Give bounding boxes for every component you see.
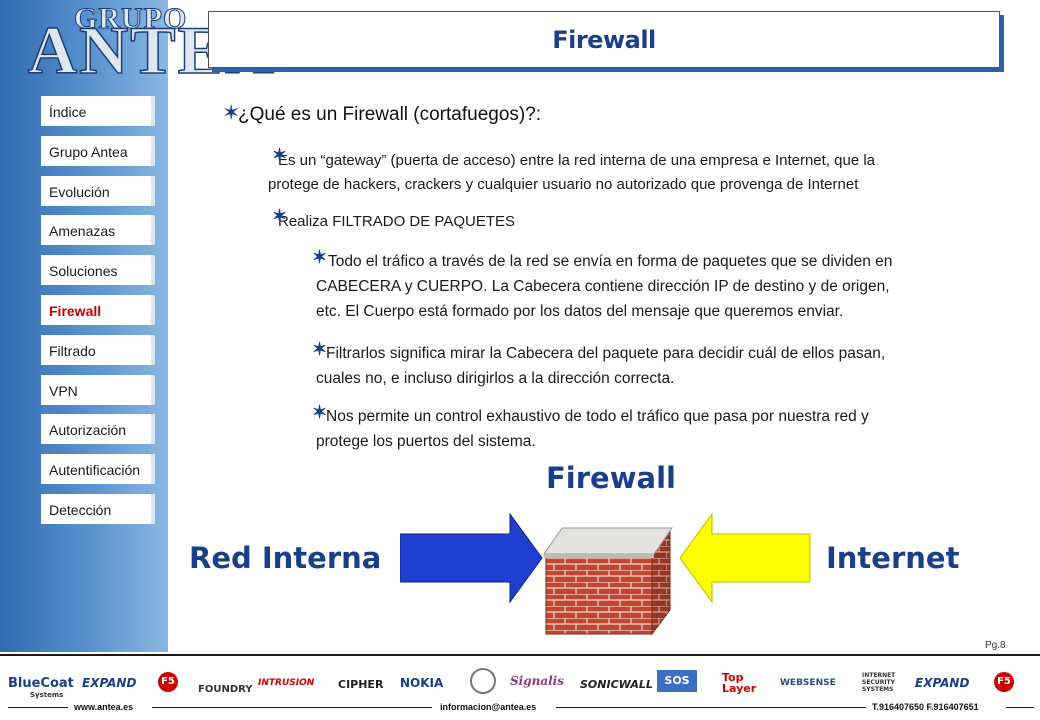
logo-grupo-text: GRUPO xyxy=(73,2,188,36)
sidebar-item-deteccion[interactable]: Detección xyxy=(41,493,155,524)
sidebar-item-soluciones[interactable]: Soluciones xyxy=(41,255,155,286)
star-bullet-icon: ✶ xyxy=(312,247,328,267)
contact-rule-2 xyxy=(152,707,432,708)
definition-line-1: Es un “gateway” (puerta de acceso) entre… xyxy=(278,152,876,169)
spiral-logo-icon xyxy=(470,668,496,694)
control-line-2: protege los puertos del sistema. xyxy=(316,433,536,450)
packet-line-3: etc. El Cuerpo está formado por los dato… xyxy=(316,303,844,320)
right-arrow-icon xyxy=(679,512,811,604)
star-bullet-icon: ✶ xyxy=(272,206,288,226)
cipher-logo: CIPHER xyxy=(338,678,384,691)
filter-text: Realiza FILTRADO DE PAQUETES xyxy=(278,213,515,230)
sidebar-item-evolucion[interactable]: Evolución xyxy=(41,175,155,206)
sidebar-item-indice[interactable]: Índice xyxy=(41,96,155,126)
firewall-diagram xyxy=(400,512,811,636)
diagram-firewall-label: Firewall xyxy=(546,461,676,495)
contact-rule-3 xyxy=(556,707,866,708)
intrusion-logo: INTRUSION xyxy=(258,678,315,688)
left-arrow-icon xyxy=(400,512,543,604)
filter-line-2: cuales no, e incluso dirigirlos a la dir… xyxy=(316,370,675,387)
iss-logo: INTERNET SECURITY SYSTEMS xyxy=(862,672,896,693)
packet-line-1: Todo el tráfico a través de la red se en… xyxy=(328,253,893,270)
packet-line-2: CABECERA y CUERPO. La Cabecera contiene … xyxy=(316,278,890,295)
sidebar-item-grupo-antea[interactable]: Grupo Antea xyxy=(41,135,155,166)
nokia-logo: NOKIA xyxy=(400,676,444,690)
sidebar-item-firewall[interactable]: Firewall xyxy=(41,294,155,325)
contact-rule-4 xyxy=(1006,707,1034,708)
sidebar-item-vpn[interactable]: VPN xyxy=(41,374,155,405)
packet-paragraph-1: ✶ Todo el tráfico a través de la red se … xyxy=(312,247,893,324)
title-box: Firewall xyxy=(208,11,1000,68)
expand-logo-2: EXPAND xyxy=(915,676,970,690)
diagram-internet-label: Internet xyxy=(826,541,960,575)
sos-logo: SOS xyxy=(657,670,697,692)
f5-logo-2: F5 xyxy=(994,672,1014,692)
email-link[interactable]: informacion@antea.es xyxy=(440,702,537,712)
sidebar-item-filtrado[interactable]: Filtrado xyxy=(41,334,155,365)
definition-line-2: protege de hackers, crackers y cualquier… xyxy=(268,176,859,193)
filter-paragraph: ✶ Realiza FILTRADO DE PAQUETES xyxy=(272,206,515,233)
website-link[interactable]: www.antea.es xyxy=(74,702,134,712)
sidebar: GRUPO ANTEA Índice Grupo Antea Evolución… xyxy=(0,0,275,652)
star-bullet-icon: ✶ xyxy=(312,339,328,359)
phone-text: T.916407650 F.916407651 xyxy=(872,702,979,712)
sidebar-item-autorizacion[interactable]: Autorización xyxy=(41,414,155,445)
definition-paragraph: ✶ Es un “gateway” (puerta de acceso) ent… xyxy=(272,145,876,172)
f5-logo: F5 xyxy=(158,672,178,692)
websense-logo: WEBSENSE xyxy=(780,678,836,688)
signalis-logo: Signalis xyxy=(510,674,564,688)
diagram-red-interna-label: Red Interna xyxy=(189,541,382,575)
partner-logos: BlueCoat Systems EXPAND F5 FOUNDRY INTRU… xyxy=(0,662,1040,702)
expand-logo: EXPAND xyxy=(82,676,137,690)
packet-paragraph-2: ✶ Filtrarlos significa mirar la Cabecera… xyxy=(312,339,886,391)
filter-line-1: Filtrarlos significa mirar la Cabecera d… xyxy=(326,345,886,362)
star-bullet-icon: ✶ xyxy=(222,100,241,125)
control-line-1: Nos permite un control exhaustivo de tod… xyxy=(326,408,869,425)
brick-wall-icon xyxy=(543,527,673,636)
top-layer-logo: Top Layer xyxy=(722,671,757,695)
page-title: Firewall xyxy=(552,25,656,54)
question-heading: ✶ ¿Qué es un Firewall (cortafuegos)?: xyxy=(222,100,542,126)
contact-rule-1 xyxy=(8,707,68,708)
sonicwall-logo: SONICWALL xyxy=(580,678,653,691)
foundry-logo: FOUNDRY xyxy=(198,684,253,695)
page-number: Pg.8 xyxy=(985,640,1006,651)
star-bullet-icon: ✶ xyxy=(312,402,328,422)
packet-paragraph-3: ✶ Nos permite un control exhaustivo de t… xyxy=(312,402,869,454)
star-bullet-icon: ✶ xyxy=(272,145,288,165)
footer-divider xyxy=(0,654,1040,656)
bluecoat-sub: Systems xyxy=(30,691,64,699)
sidebar-item-amenazas[interactable]: Amenazas xyxy=(41,215,155,246)
sidebar-item-autentificacion[interactable]: Autentificación xyxy=(41,454,155,485)
sidebar-nav: Índice Grupo Antea Evolución Amenazas So… xyxy=(41,96,155,534)
bluecoat-logo: BlueCoat xyxy=(8,676,74,691)
question-text: ¿Qué es un Firewall (cortafuegos)?: xyxy=(238,104,542,125)
